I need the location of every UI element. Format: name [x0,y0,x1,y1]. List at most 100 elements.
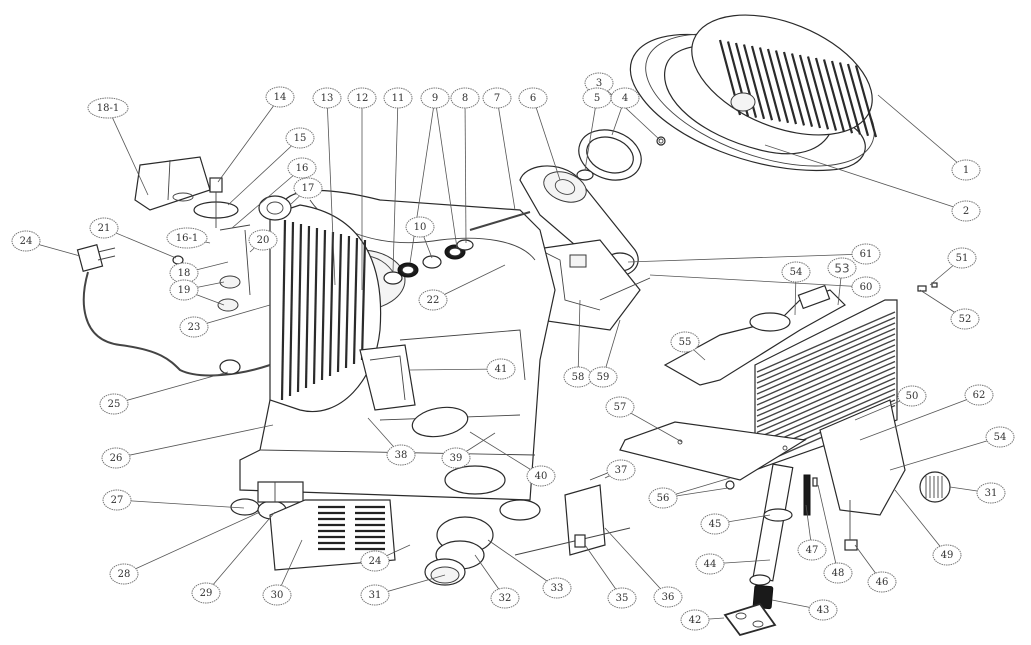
leader-line-58 [577,299,581,378]
callout-51: 51 [947,247,977,269]
part-disc-plate [411,406,469,438]
callout-bubble [486,358,516,380]
callout-bubble [482,87,512,109]
callout-label: 52 [959,314,972,325]
callout-48: 48 [823,562,853,584]
callout-bubble [109,563,139,585]
callout-label: 11 [392,93,405,104]
part-carriage-bracket [819,399,951,551]
part-bracket [359,344,416,411]
tray-grill-line [756,355,896,417]
callout-bubble [518,87,548,109]
blade-slot [830,60,854,134]
callout-bubble [360,550,390,572]
leader-line-11 [392,97,399,273]
callout-37: 37 [606,459,636,481]
leader-line-2 [764,144,967,212]
leader-line-49 [894,489,948,556]
callout-bubble [670,331,700,353]
callout-24b: 24 [360,550,390,572]
callout-label: 20 [257,235,270,246]
leader-line-8 [464,97,467,244]
leader-line-15 [227,137,301,206]
leader-line-28 [123,511,261,575]
part-gear [258,195,292,221]
callout-14: 14 [265,86,295,108]
part-carriage-tray [619,421,807,490]
blade-slot [790,53,814,127]
callout-bubble [851,276,881,298]
callout-label: 10 [414,222,427,233]
part-pin [812,477,818,487]
callout-label: 33 [551,583,564,594]
callout-bubble [867,571,897,593]
callout-60: 60 [851,276,881,298]
callout-33: 33 [542,577,572,599]
callout-45: 45 [700,513,730,535]
callout-bubble [797,539,827,561]
leader-line-16 [231,167,303,229]
callout-bubble [976,482,1006,504]
part-ring-set [383,239,474,285]
callout-11: 11 [383,87,413,109]
callout-9: 9 [420,87,450,109]
leader-line-6 [532,97,561,181]
blade-slot [774,50,798,125]
callout-label: 42 [689,615,702,626]
callout-bubble [851,243,881,265]
callout-43: 43 [808,599,838,621]
leader-line-61 [627,253,867,263]
callout-32: 32 [490,587,520,609]
callout-58: 58 [563,366,593,388]
callout-50: 50 [897,385,927,407]
leader-line-36 [604,527,669,598]
callout-49: 49 [932,544,962,566]
callout-bubble [827,257,857,279]
callout-bubble [360,584,390,606]
callout-30: 30 [262,584,292,606]
blade-slot [758,47,782,122]
tray-grill-line [756,366,896,428]
tray-grill-line [756,377,896,439]
callout-13: 13 [312,87,342,109]
tray-grill-line [756,344,896,406]
callout-label: 18-1 [97,103,119,114]
callout-label: 4 [622,93,628,104]
callout-bubble [823,562,853,584]
leader-line-29 [205,511,276,594]
callout-bubble [951,159,981,181]
tray-grill-line [756,333,896,395]
callout-label: 36 [662,592,675,603]
grill-bar [352,237,359,365]
callout-61: 61 [851,243,881,265]
callout-label: 15 [294,133,307,144]
callout-label: 23 [188,322,201,333]
callout-label: 3 [596,78,602,89]
callout-10: 10 [405,216,435,238]
part-pusher-handle [663,284,846,386]
callout-label: 26 [110,453,123,464]
callout-bubble [405,216,435,238]
callout-bubble [607,587,637,609]
grill-bar [304,225,311,389]
leader-line-62 [859,394,980,441]
callout-bubble [101,447,131,469]
blade-slot [854,65,878,138]
callout-5: 5 [582,87,612,109]
callout-bubble [950,308,980,330]
callout-54b: 54 [985,426,1015,448]
blade-slot [822,59,846,133]
leader-line-25 [113,371,229,405]
callout-label: 54 [790,267,803,278]
callout-label: 40 [535,471,548,482]
callout-label: 21 [98,223,111,234]
callout-47: 47 [797,539,827,561]
callout-bubble [169,279,199,301]
callout-bubble [695,553,725,575]
leader-line-41 [409,368,502,371]
callout-56: 56 [648,487,678,509]
callout-29: 29 [191,582,221,604]
part-carriage-shaft [749,463,794,586]
callout-18-1: 18-1 [87,97,129,119]
